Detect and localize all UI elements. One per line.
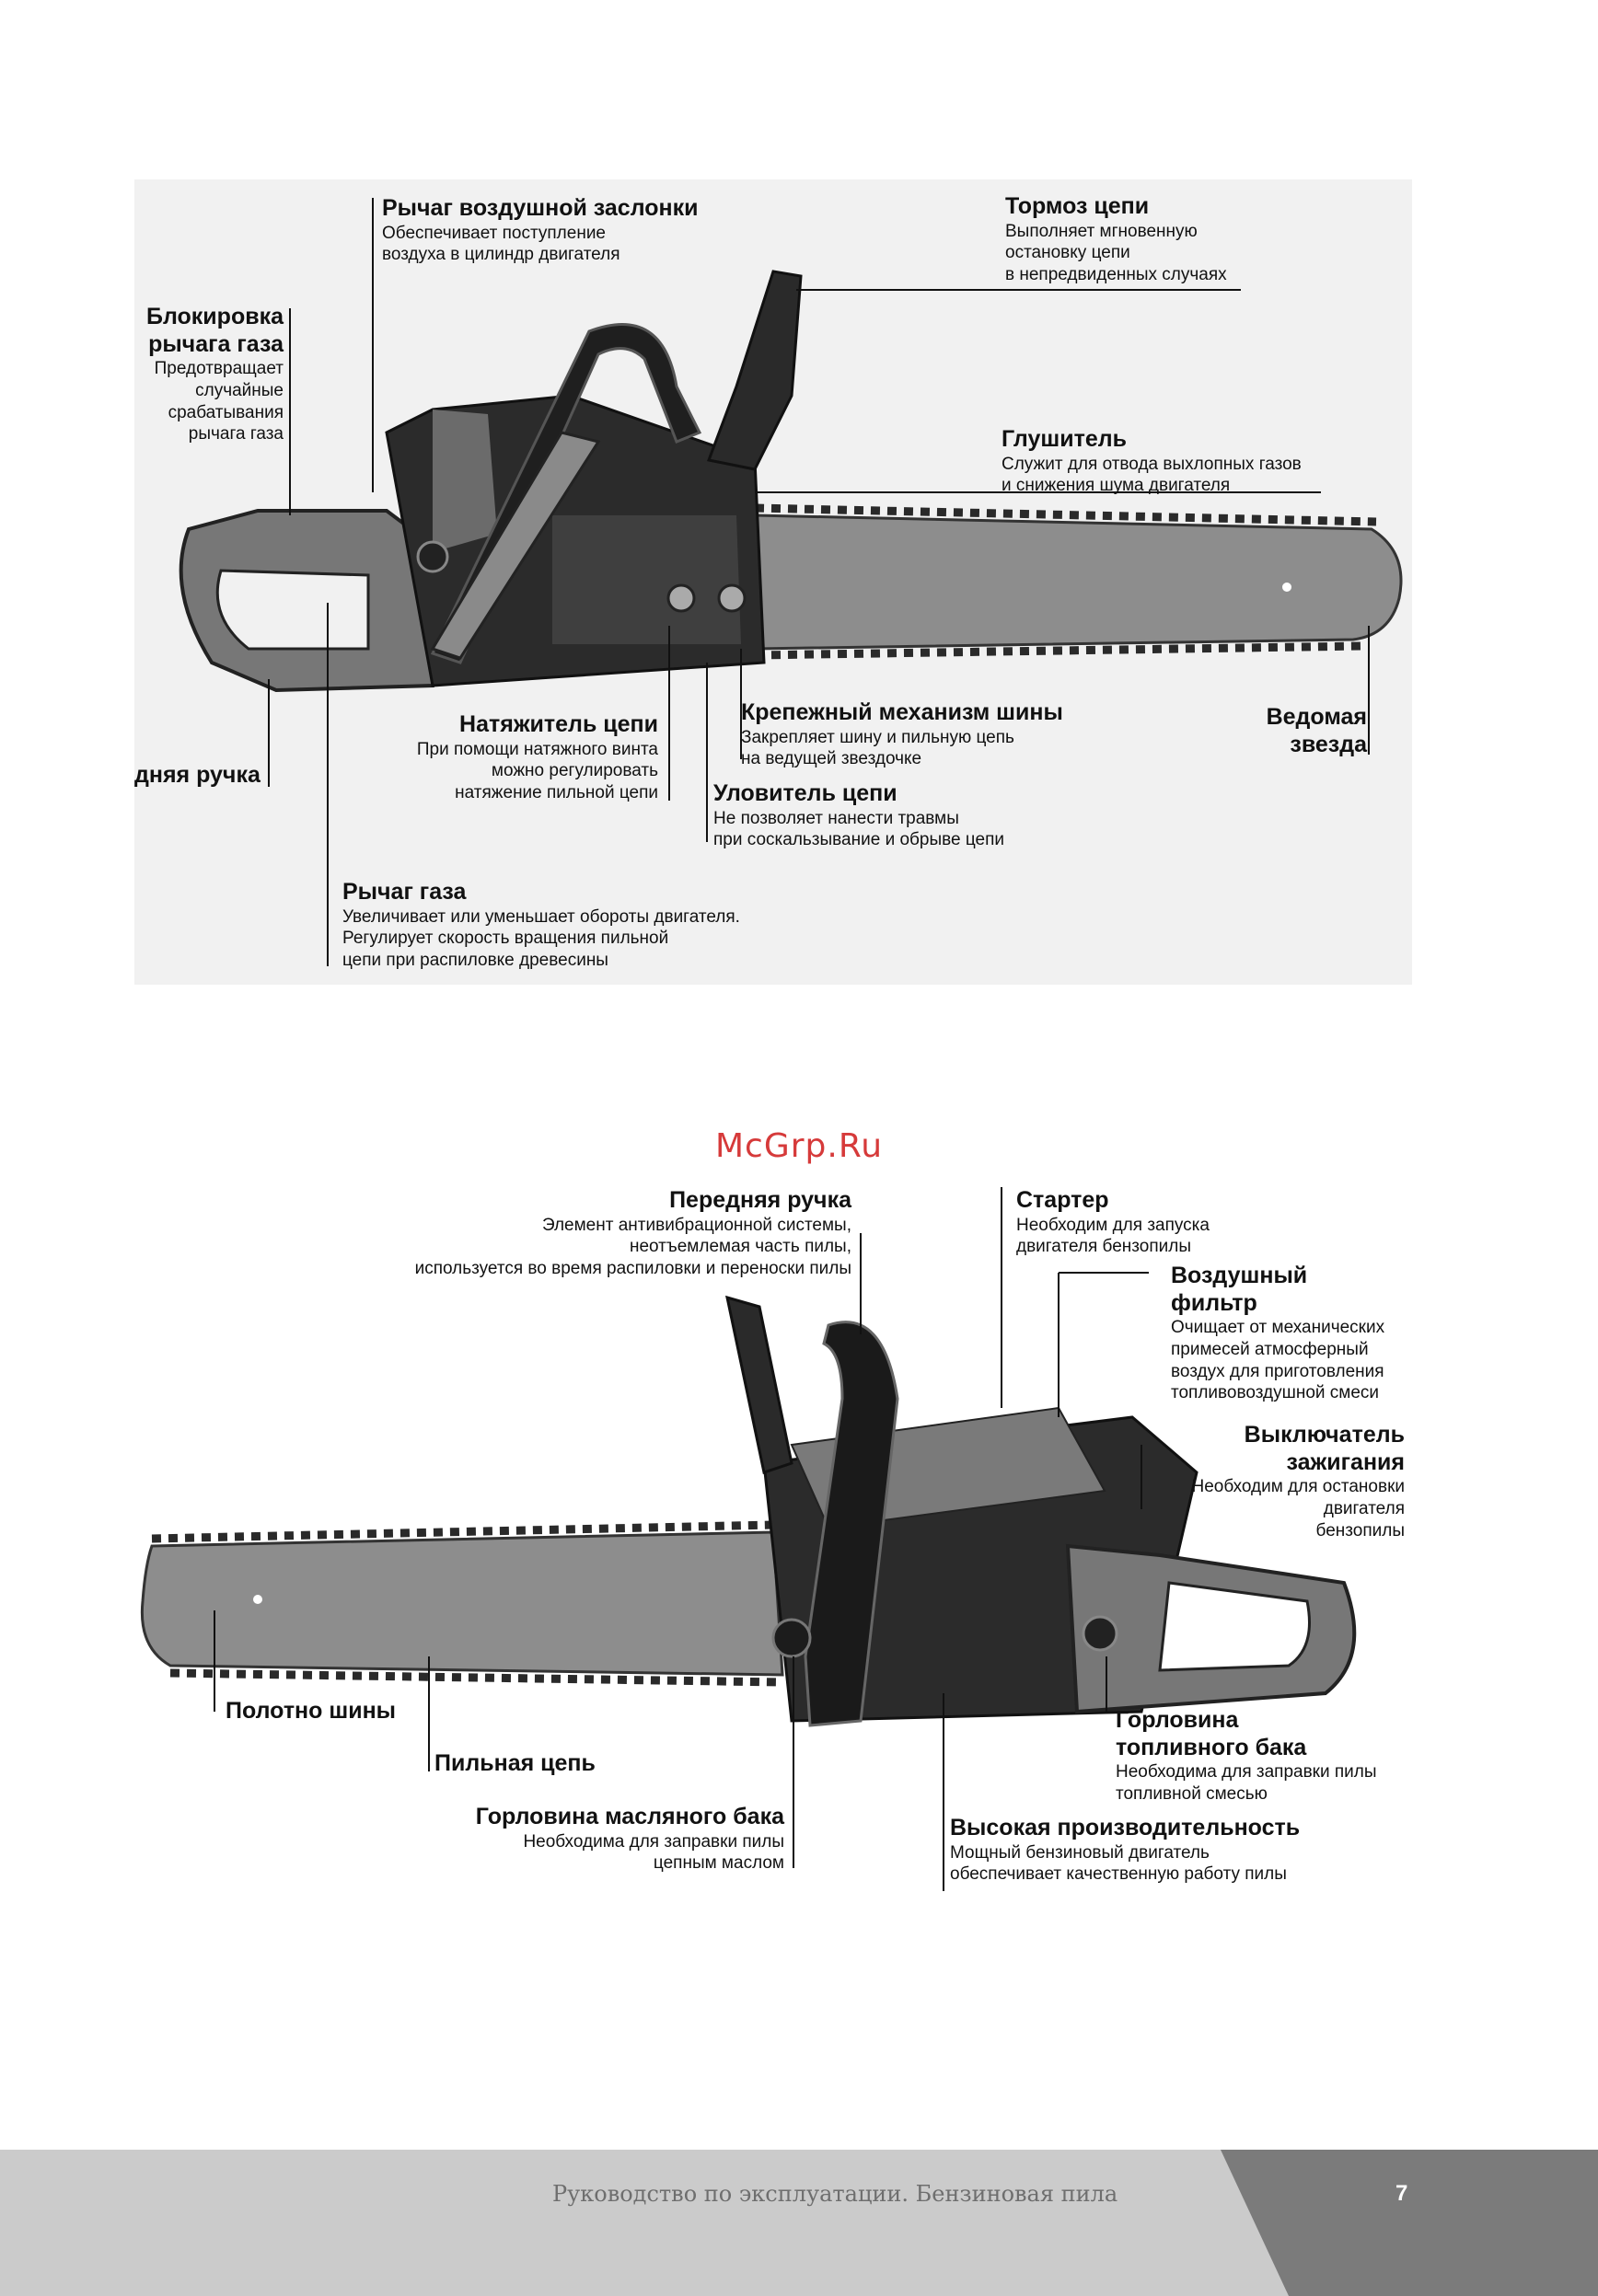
label-title: звезда (1290, 731, 1367, 757)
label-desc: на ведущей звездочке (741, 749, 922, 769)
label-title: дняя ручка (134, 762, 261, 788)
bottom-chainsaw-image (140, 1295, 1357, 1727)
label-desc: Очищает от механических (1171, 1318, 1385, 1337)
top-chainsaw-image (179, 270, 1403, 693)
label-desc: используется во время распиловки и перен… (414, 1259, 851, 1278)
label-desc: цепным маслом (653, 1853, 784, 1874)
label-title: Передняя ручка (669, 1187, 851, 1213)
label-desc: двигателя (1323, 1498, 1405, 1518)
label-desc: рычага газа (188, 424, 284, 444)
label-title: Блокировка (146, 304, 284, 329)
watermark: McGrp.Ru (714, 1127, 884, 1165)
label-title: топливного бака (1116, 1734, 1307, 1760)
label-desc: остановку цепи (1005, 243, 1130, 263)
label-desc: и снижения шума двигателя (1002, 476, 1231, 496)
label-desc: можно регулировать (491, 761, 658, 781)
footer-title: Руководство по эксплуатации. Бензиновая … (552, 2181, 1118, 2207)
oil-neck-label: Горловина масляного бака Необходима для … (423, 1804, 784, 1875)
front-handle-label: Передняя ручка Элемент антивибрационной … (368, 1187, 851, 1280)
label-title: Рычаг воздушной заслонки (382, 195, 699, 221)
label-desc: Регулирует скорость вращения пильной (342, 929, 669, 949)
label-desc: примесей атмосферный (1171, 1339, 1369, 1359)
label-desc: Необходима для заправки пилы (1116, 1762, 1377, 1782)
air-filter-label: Воздушный фильтр Очищает от механических… (1171, 1263, 1384, 1404)
throttle-lock-label: Блокировка рычага газа Предотвращает слу… (120, 304, 284, 445)
page-number: 7 (1395, 2181, 1408, 2206)
label-desc: Увеличивает или уменьшает обороты двигат… (342, 906, 740, 927)
label-desc: Необходим для остановки (1191, 1477, 1405, 1496)
label-desc: в непредвиденных случаях (1005, 265, 1227, 284)
label-title: Рычаг газа (342, 879, 467, 905)
label-desc: Выполняет мгновенную (1005, 221, 1198, 241)
label-title: Уловитель цепи (713, 780, 897, 806)
label-title: Натяжитель цепи (459, 711, 658, 737)
top-leader-lines (268, 198, 1370, 966)
label-desc: Необходима для заправки пилы (523, 1831, 784, 1852)
label-title: Высокая производительность (950, 1815, 1301, 1840)
label-desc: натяжение пильной цепи (455, 783, 658, 802)
label-desc: воздух для приготовления (1171, 1361, 1384, 1381)
label-title: Глушитель (1002, 426, 1127, 452)
chain-catcher-label: Уловитель цепи Не позволяет нанести трав… (713, 780, 1004, 851)
label-title: Стартер (1016, 1187, 1109, 1213)
chain-brake-label: Тормоз цепи Выполняет мгновенную останов… (1005, 193, 1227, 286)
label-desc: Обеспечивает поступление (382, 223, 607, 243)
label-desc: Элемент антивибрационной системы, (541, 1215, 851, 1235)
label-desc: Мощный бензиновый двигатель (950, 1842, 1210, 1863)
label-desc: срабатывания (168, 402, 284, 422)
rear-handle-label: дняя ручка (134, 762, 261, 790)
throttle-label: Рычаг газа Увеличивает или уменьшает обо… (342, 879, 740, 972)
label-title: фильтр (1171, 1289, 1257, 1316)
label-desc: цепи при распиловке древесины (342, 951, 608, 970)
label-title: Горловина (1116, 1707, 1239, 1733)
bar-mount-label: Крепежный механизм шины Закрепляет шину … (741, 699, 1063, 770)
label-desc: неотъемлемая часть пилы, (629, 1237, 851, 1257)
saw-chain-label: Пильная цепь (434, 1750, 596, 1778)
label-desc: двигателя бензопилы (1016, 1237, 1191, 1257)
fuel-neck-label: Горловина топливного бака Необходима для… (1116, 1707, 1377, 1806)
label-title: Пильная цепь (434, 1750, 596, 1776)
label-title: Тормоз цепи (1005, 193, 1150, 219)
label-title: Выключатель (1244, 1422, 1405, 1448)
label-title: Полотно шины (226, 1698, 397, 1724)
label-title: Крепежный механизм шины (741, 699, 1063, 725)
label-desc: бензопилы (1315, 1520, 1405, 1540)
label-desc: При помощи натяжного винта (416, 739, 658, 759)
label-desc: при соскальзывание и обрыве цепи (713, 830, 1005, 850)
label-desc: топливовоздушной смеси (1171, 1383, 1380, 1403)
label-desc: Не позволяет нанести травмы (713, 808, 959, 828)
chain-tensioner-label: Натяжитель цепи При помощи натяжного вин… (368, 711, 658, 804)
label-desc: топливной смесью (1116, 1783, 1268, 1804)
label-desc: Предотвращает (154, 359, 284, 378)
muffler-label: Глушитель Служит для отвода выхлопных га… (1002, 426, 1302, 497)
driven-sprocket-label: Ведомая звезда (1224, 704, 1367, 758)
guide-bar-label: Полотно шины (226, 1698, 396, 1725)
label-title: Горловина масляного бака (475, 1804, 784, 1829)
label-desc: Необходим для запуска (1016, 1215, 1210, 1235)
label-title: зажигания (1286, 1448, 1405, 1475)
label-title: Воздушный (1171, 1263, 1308, 1288)
ignition-switch-label: Выключатель зажигания Необходим для оста… (1151, 1422, 1405, 1541)
footer-page-tab (1221, 2150, 1598, 2296)
bottom-leader-lines (214, 1187, 1149, 1891)
label-title: рычага газа (148, 330, 284, 357)
label-title: Ведомая (1266, 704, 1367, 730)
performance-label: Высокая производительность Мощный бензин… (950, 1815, 1300, 1886)
label-desc: воздуха в цилиндр двигателя (382, 245, 620, 265)
label-desc: случайные (195, 380, 284, 400)
starter-label: Стартер Необходим для запуска двигателя … (1016, 1187, 1210, 1258)
choke-lever-label: Рычаг воздушной заслонки Обеспечивает по… (382, 195, 699, 266)
label-desc: обеспечивает качественную работу пилы (950, 1864, 1287, 1885)
label-desc: Закрепляет шину и пильную цепь (741, 727, 1014, 747)
label-desc: Служит для отвода выхлопных газов (1002, 454, 1302, 474)
